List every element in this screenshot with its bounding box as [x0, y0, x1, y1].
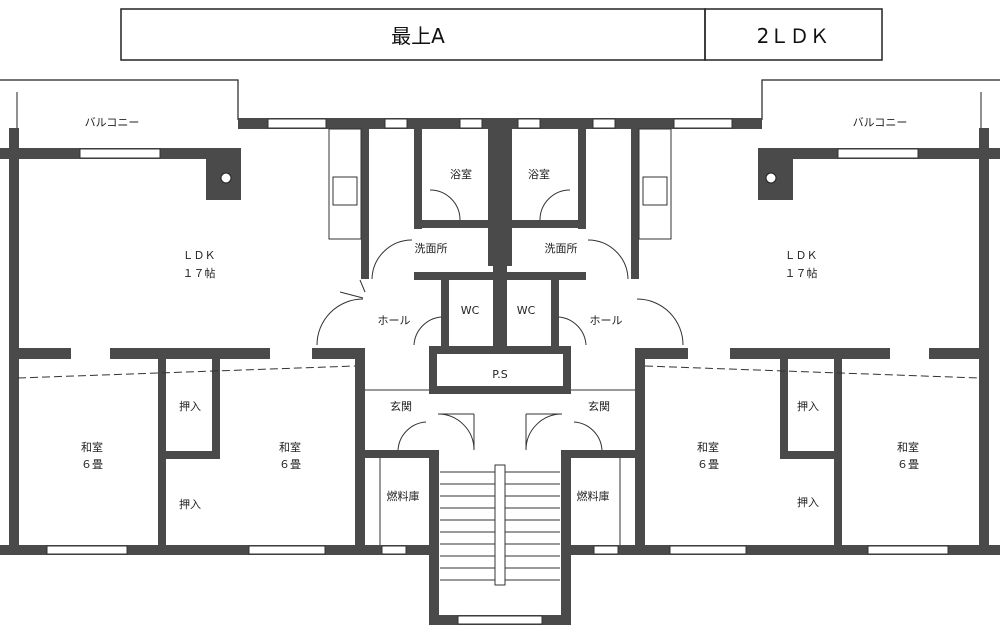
left-washitsu-2-label: 和室 [279, 440, 301, 454]
right-ldk-label: ＬＤＫ [785, 249, 818, 262]
left-ldk-size: １７帖 [183, 267, 216, 280]
left-washitsu-2-size: ６畳 [279, 458, 301, 471]
door-swings [17, 189, 980, 545]
staircase [440, 464, 560, 586]
type-label: 最上A [391, 24, 445, 48]
left-wc-label: WC [461, 304, 480, 317]
layout-box [704, 8, 883, 61]
right-hall-label: ホール [590, 314, 623, 327]
kitchen-counters [328, 128, 672, 240]
right-ldk-size: １７帖 [785, 267, 818, 280]
right-bath-label: 浴室 [528, 167, 550, 181]
left-closet-1-label: 押入 [179, 399, 201, 413]
left-closet-2-label: 押入 [179, 497, 201, 511]
left-entrance-label: 玄関 [390, 399, 412, 413]
left-washitsu-1-label: 和室 [81, 440, 103, 454]
right-washitsu-1-size: ６畳 [697, 458, 719, 471]
right-fuel-storage-label: 燃料庫 [577, 489, 610, 503]
right-outline-line [761, 79, 1000, 120]
left-ldk-label: ＬＤＫ [183, 249, 216, 262]
right-washitsu-2-size: ６畳 [897, 458, 919, 471]
right-washitsu-1-label: 和室 [697, 440, 719, 454]
right-wc-label: WC [517, 304, 536, 317]
right-washroom-label: 洗面所 [545, 242, 578, 255]
right-closet-2-label: 押入 [797, 495, 819, 509]
left-outline-line [0, 79, 239, 120]
windows [46, 118, 949, 625]
ps-label: P.S [492, 368, 507, 381]
right-entrance-label: 玄関 [588, 399, 610, 413]
left-hall-label: ホール [378, 314, 411, 327]
right-balcony-label: バルコニー [853, 116, 908, 129]
left-bath-label: 浴室 [450, 167, 472, 181]
left-washitsu-1-size: ６畳 [81, 458, 103, 471]
left-fuel-storage-label: 燃料庫 [387, 489, 420, 503]
layout-label: 2ＬＤＫ [757, 24, 830, 48]
right-closet-1-label: 押入 [797, 399, 819, 413]
right-washitsu-2-label: 和室 [897, 440, 919, 454]
left-balcony-label: バルコニー [85, 116, 140, 129]
right-shaft-pipe-icon [765, 172, 777, 184]
left-washroom-label: 洗面所 [415, 242, 448, 255]
left-shaft-pipe-icon [220, 172, 232, 184]
